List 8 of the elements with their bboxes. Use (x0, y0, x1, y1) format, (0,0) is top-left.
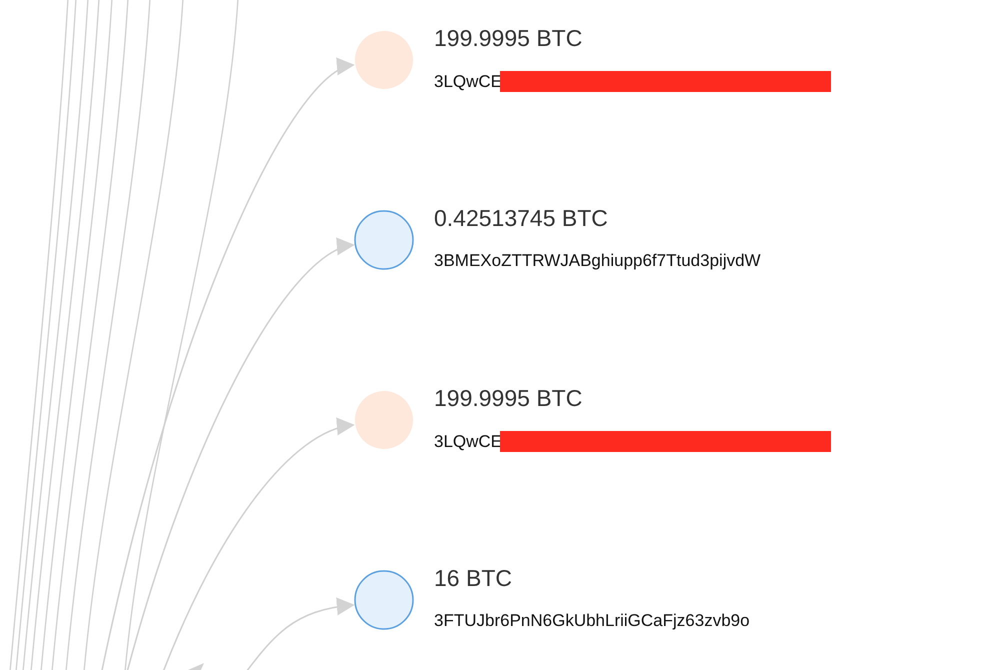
amount-label: 199.9995 BTC (434, 25, 582, 52)
address-label: 3FTUJbr6PnN6GkUbhLriiGCaFjz63zvb9o (434, 611, 750, 631)
address-label: 3BMEXoZTTRWJABghiupp6f7Ttud3pijvdW (434, 251, 761, 271)
amount-label: 0.42513745 BTC (434, 205, 608, 232)
amount-label: 16 BTC (434, 565, 512, 592)
amount-label: 199.9995 BTC (434, 385, 582, 412)
address-label: 3LQwCE (434, 432, 502, 452)
address-label: 3LQwCE (434, 72, 502, 92)
